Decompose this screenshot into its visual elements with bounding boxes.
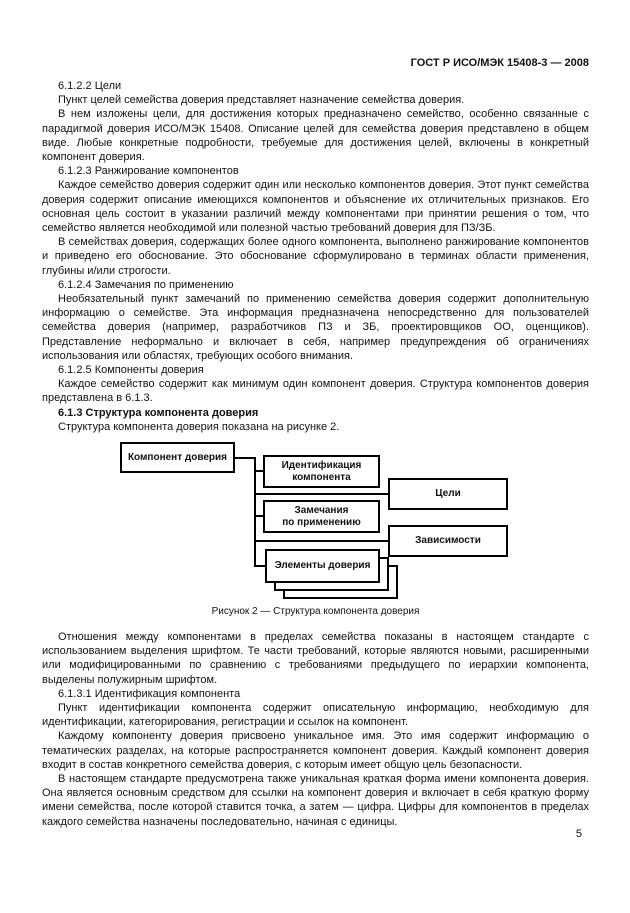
paragraph: Каждое семейство доверия содержит один и… — [42, 179, 589, 235]
text-block-upper: 6.1.2.2 Цели Пункт целей семейства довер… — [42, 79, 589, 434]
text-block-lower: Отношения между компонентами в пределах … — [42, 630, 589, 829]
box-assurance-component-label: Компонент доверия — [127, 451, 228, 463]
paragraph: Отношения между компонентами в пределах … — [42, 631, 589, 686]
figure-component-structure: Компонент доверия Идентификация компонен… — [42, 442, 589, 602]
box-assurance-elements: Элементы доверия — [265, 549, 380, 583]
paragraph: Необязательный пункт замечаний по примен… — [42, 293, 589, 362]
box-component-identification: Идентификация компонента — [263, 455, 380, 488]
box-dependencies-label: Зависимости — [415, 535, 481, 546]
box-dependencies: Зависимости — [388, 525, 508, 557]
connector-to-elements — [256, 565, 265, 567]
paragraph: Структура компонента доверия показана на… — [58, 420, 340, 433]
page-number: 5 — [575, 828, 582, 840]
paragraph: В семействах доверия, содержащих более о… — [42, 236, 589, 277]
box-objectives: Цели — [388, 478, 508, 510]
connector-to-dependencies — [256, 540, 388, 542]
box-component-identification-label-line1: Идентификация — [281, 459, 362, 471]
section-heading-bold: 6.1.3 Структура компонента доверия — [58, 406, 259, 419]
connector-to-notes — [256, 515, 263, 517]
box-component-identification-label-line2: компонента — [292, 471, 351, 483]
section-heading: 6.1.2.2 Цели — [58, 80, 122, 92]
paragraph: Пункт идентификации компонента содержит … — [42, 702, 589, 729]
box-assurance-elements-label: Элементы доверия — [274, 560, 371, 571]
paragraph: Каждое семейство содержит как минимум од… — [42, 378, 589, 405]
box-assurance-component: Компонент доверия — [120, 442, 235, 473]
connector-root-to-trunk — [235, 457, 256, 459]
box-objectives-label: Цели — [435, 488, 461, 499]
section-heading: 6.1.3.1 Идентификация компонента — [58, 687, 241, 700]
connector-trunk — [254, 457, 256, 567]
figure-caption: Рисунок 2 — Структура компонента доверия — [211, 606, 420, 617]
connector-to-objectives — [256, 493, 388, 495]
section-heading: 6.1.2.5 Компоненты доверия — [58, 364, 204, 377]
section-heading: 6.1.2.4 Замечания по применению — [58, 278, 234, 291]
box-application-notes: Замечания по применению — [263, 500, 380, 533]
section-heading: 6.1.2.3 Ранжирование компонентов — [58, 165, 239, 178]
paragraph: Каждому компоненту доверия присвоено уни… — [42, 730, 589, 771]
paragraph: Пункт целей семейства доверия представля… — [58, 94, 465, 107]
box-application-notes-label-line2: по применению — [282, 516, 361, 528]
document-code-header: ГОСТ Р ИСО/МЭК 15408-3 — 2008 — [410, 57, 589, 69]
box-application-notes-label-line1: Замечания — [294, 504, 349, 516]
paragraph: В нем изложены цели, для достижения кото… — [42, 108, 589, 164]
paragraph: В настоящем стандарте предусмотрена такж… — [42, 773, 589, 828]
connector-to-identification — [256, 470, 263, 472]
